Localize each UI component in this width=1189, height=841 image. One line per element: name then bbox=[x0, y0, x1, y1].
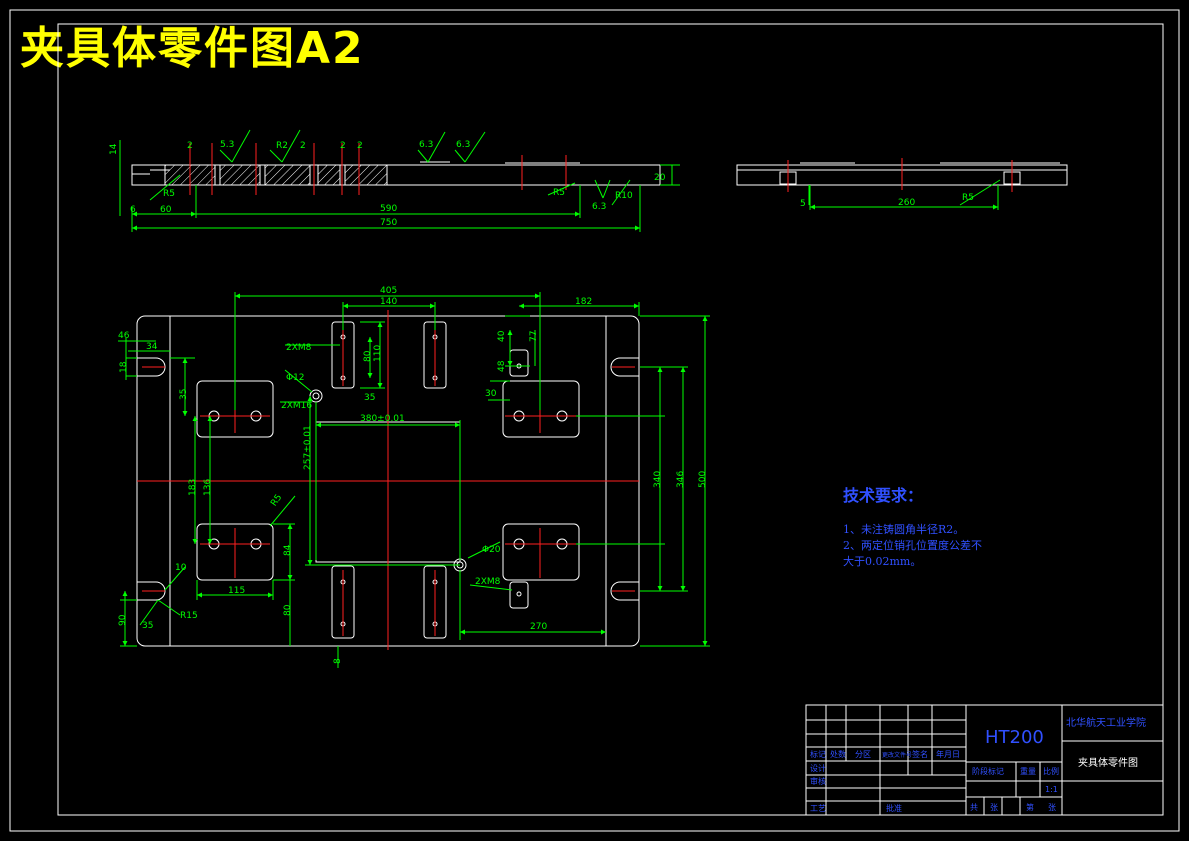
dim-text: 8 bbox=[333, 658, 343, 664]
drawing-title: 夹具体零件图A2 bbox=[20, 23, 365, 74]
tb-label: 共 bbox=[970, 803, 978, 812]
tb-label: 张 bbox=[990, 803, 998, 812]
dim-text: 750 bbox=[380, 218, 397, 228]
dim-text: 60 bbox=[160, 205, 172, 215]
outer-border bbox=[9, 9, 1180, 832]
tb-label: 更改文件号 bbox=[882, 751, 912, 759]
dim-text: 270 bbox=[530, 622, 547, 632]
front-view-dim-text: 14 2 5.3 R2 2 2 2 6.3 6.3 R5 R5 6 R10 60… bbox=[109, 140, 666, 228]
dim-text: 80 bbox=[363, 350, 373, 362]
dim-text: 346 bbox=[676, 471, 686, 488]
dim-text: 590 bbox=[380, 204, 397, 214]
tb-label: 审核 bbox=[810, 776, 826, 786]
dim-text: 6.3 bbox=[592, 202, 606, 212]
inner-border bbox=[57, 23, 1164, 816]
school-name: 北华航天工业学院 bbox=[1066, 716, 1146, 729]
plan-view-dimensions bbox=[118, 292, 710, 668]
dim-text: 405 bbox=[380, 286, 397, 296]
tb-label: 工艺 bbox=[810, 804, 826, 813]
dim-text: R2 bbox=[276, 141, 288, 151]
tb-label: 批准 bbox=[886, 803, 902, 813]
dim-text: 20 bbox=[654, 173, 666, 183]
part-name: 夹具体零件图 bbox=[1078, 756, 1138, 769]
dim-text: 5 bbox=[800, 199, 806, 209]
tb-label: 第 bbox=[1026, 802, 1034, 812]
dim-text: 77 bbox=[529, 331, 539, 342]
dim-text: 115 bbox=[228, 586, 245, 596]
dim-text: 40 bbox=[497, 330, 507, 342]
dim-text: 2XM8 bbox=[475, 577, 501, 587]
dim-text: 6.3 bbox=[456, 140, 470, 150]
dim-text: 30 bbox=[485, 389, 497, 399]
dim-text: 48 bbox=[497, 360, 507, 372]
dim-text: 2 bbox=[300, 141, 306, 151]
dim-text: 6.3 bbox=[419, 140, 433, 150]
material-label: HT200 bbox=[985, 727, 1044, 748]
dim-text: 5.3 bbox=[220, 140, 234, 150]
side-view-dim-text: 5 260 R5 bbox=[800, 193, 974, 209]
tb-label: 年月日 bbox=[936, 749, 960, 759]
dim-text: 2XM8 bbox=[286, 343, 312, 353]
tb-label: 设计 bbox=[810, 763, 826, 773]
dim-text: R5 bbox=[269, 493, 284, 509]
plan-view-dim-text: 405 140 182 46 34 18 35 2XM8 80 110 35 Φ… bbox=[118, 286, 708, 664]
dim-text: 18 bbox=[119, 361, 129, 373]
dim-text: 10 bbox=[175, 563, 187, 573]
dim-text: Φ20 bbox=[482, 545, 501, 555]
scale-value: 1:1 bbox=[1045, 785, 1058, 794]
dim-text: 35 bbox=[364, 393, 375, 403]
dim-text: 380±0.01 bbox=[360, 414, 405, 424]
tb-label: 处数 bbox=[830, 749, 846, 759]
dim-text: 80 bbox=[283, 604, 293, 616]
front-view-centerlines bbox=[189, 143, 567, 195]
tb-label: 比例 bbox=[1043, 766, 1059, 776]
dim-text: 2XM16 bbox=[281, 401, 312, 411]
tb-label: 阶段标记 bbox=[972, 766, 1004, 776]
side-view-dimensions bbox=[808, 179, 1001, 210]
dim-text: 110 bbox=[373, 345, 383, 362]
dim-text: 14 bbox=[109, 143, 119, 155]
title-block bbox=[805, 704, 1164, 816]
dim-text: 35 bbox=[142, 621, 153, 631]
plan-view-centerlines bbox=[137, 310, 639, 650]
title-block-text: HT200 北华航天工业学院 夹具体零件图 1:1 设计 审核 工艺 标记 处数… bbox=[810, 716, 1146, 813]
dim-text: R5 bbox=[962, 193, 974, 203]
tb-label: 标记 bbox=[810, 749, 826, 759]
dim-text: 183 bbox=[188, 479, 198, 496]
tb-label: 分区 bbox=[855, 750, 871, 759]
dim-text: 2 bbox=[340, 141, 346, 151]
dim-text: 340 bbox=[653, 471, 663, 488]
dim-text: 136 bbox=[203, 479, 213, 496]
tech-item: 大于0.02mm。 bbox=[843, 555, 922, 568]
dim-text: R15 bbox=[180, 611, 198, 621]
dim-text: 34 bbox=[146, 342, 158, 352]
front-view-dimensions bbox=[119, 129, 680, 232]
dim-text: 46 bbox=[118, 331, 130, 341]
dim-text: 140 bbox=[380, 297, 397, 307]
dim-text: 500 bbox=[698, 471, 708, 488]
dim-text: 2 bbox=[187, 141, 193, 151]
dim-text: Φ12 bbox=[286, 373, 305, 383]
tb-label: 张 bbox=[1048, 803, 1056, 812]
dim-text: 257±0.01 bbox=[303, 425, 313, 470]
dim-text: 90 bbox=[118, 614, 128, 626]
dim-text: R5 bbox=[553, 188, 565, 198]
dim-text: R10 bbox=[615, 191, 633, 201]
technical-requirements: 技术要求： 1、未注铸圆角半径R2。 2、两定位销孔位置度公差不 大于0.02m… bbox=[843, 482, 982, 570]
tech-item: 2、两定位销孔位置度公差不 bbox=[843, 539, 982, 552]
dim-text: 182 bbox=[575, 297, 592, 307]
tech-heading: 技术要求： bbox=[843, 486, 924, 505]
dim-text: 260 bbox=[898, 198, 915, 208]
front-view bbox=[131, 161, 661, 186]
tech-item: 1、未注铸圆角半径R2。 bbox=[843, 523, 965, 536]
dim-text: 6 bbox=[130, 205, 136, 215]
tb-label: 重量 bbox=[1020, 766, 1036, 776]
dim-text: 2 bbox=[357, 141, 363, 151]
tb-label: 签名 bbox=[912, 749, 928, 759]
side-view-centerlines bbox=[787, 158, 1013, 192]
dim-text: R5 bbox=[163, 189, 175, 199]
dim-text: 84 bbox=[283, 544, 293, 556]
dim-text: 35 bbox=[179, 389, 189, 400]
